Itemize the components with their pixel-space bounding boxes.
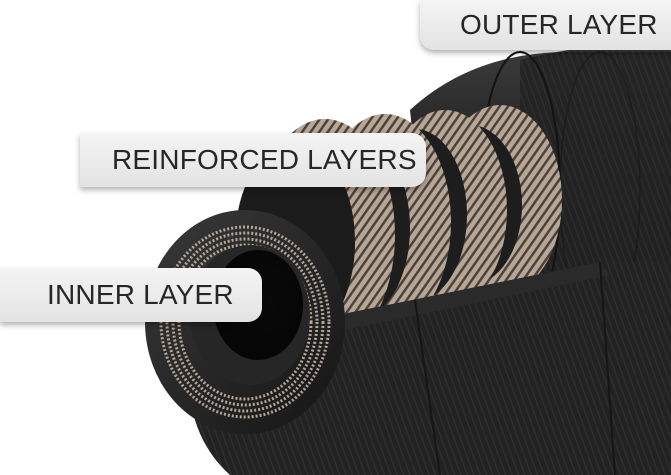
reinforced-layers-label: REINFORCED LAYERS: [80, 133, 426, 187]
inner-layer-label: INNER LAYER: [0, 268, 262, 322]
hose-end-face: [145, 210, 345, 434]
outer-layer-label: OUTER LAYER: [420, 0, 671, 50]
